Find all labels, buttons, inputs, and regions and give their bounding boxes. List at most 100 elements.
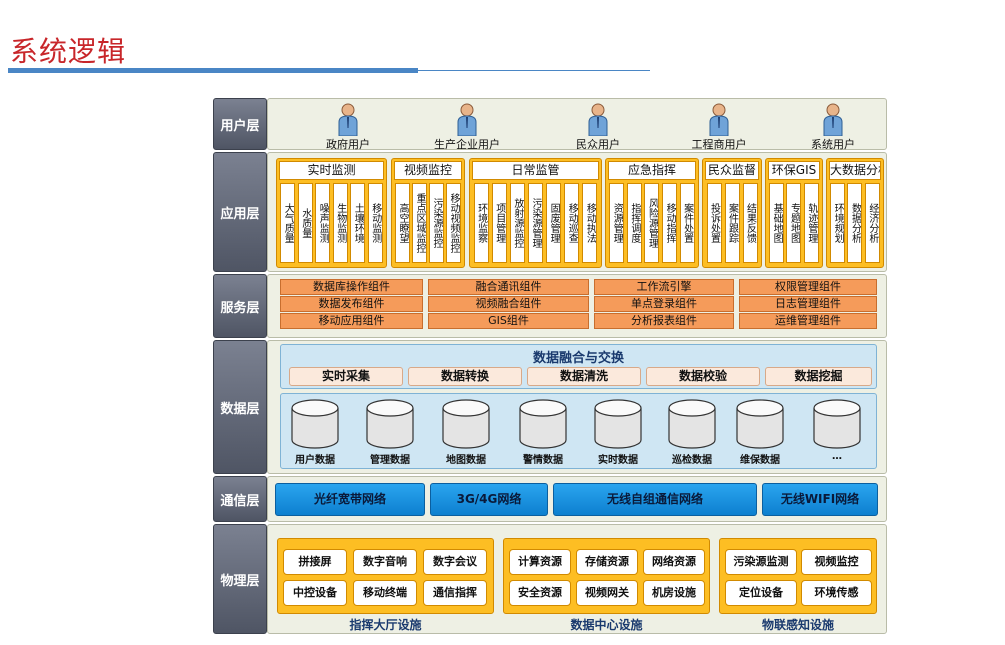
database-icon [813,399,861,449]
user-icon [588,103,608,136]
app-group-supervision: 民众监督 投诉处置 案件跟踪 结果反馈 [702,158,762,268]
database-realtime: 实时数据 [588,399,648,466]
app-item: 噪声监测 [315,183,331,263]
user-enterprise: 生产企业用户 [422,102,512,152]
database-icon [668,399,716,449]
database-icon [736,399,784,449]
database-icon [594,399,642,449]
physical-item: 存储资源 [576,549,638,575]
app-item: 水质量 [297,183,313,263]
user-label: 生产企业用户 [434,138,500,151]
physical-caption: 物联感知设施 [761,618,834,632]
app-item: 移动巡查 [564,183,580,263]
physical-item: 数字音响 [353,549,417,575]
app-item: 环境规划 [830,183,846,263]
physical-group-iot: 污染源监测 视频监控 定位设备 环境传感 [719,538,877,614]
physical-item: 定位设备 [725,580,797,606]
physical-item: 机房设施 [643,580,705,606]
app-item: 指挥调度 [626,183,642,263]
service-component: 数据发布组件 [280,296,423,312]
app-item: 土壤环境 [350,183,366,263]
fusion-item: 实时采集 [289,367,403,386]
app-group-title: 实时监测 [279,161,384,180]
user-system: 系统用户 [788,102,878,152]
physical-item: 通信指挥 [423,580,487,606]
physical-item: 移动终端 [353,580,417,606]
service-component: 视频融合组件 [428,296,589,312]
user-label: 政府用户 [326,138,370,151]
app-group-title: 大数据分析 [829,161,881,180]
physical-item: 中控设备 [283,580,347,606]
service-component: 日志管理组件 [739,296,877,312]
data-fusion-title: 数据融合与交换 [532,351,624,366]
app-item: 生物监测 [332,183,348,263]
database-more: … [807,399,867,462]
comm-network: 无线自组通信网络 [553,483,757,516]
app-item: 轨迹管理 [803,183,819,263]
user-layer-band: 政府用户 生产企业用户 民众用户 工程商用户 系统用户 [267,98,887,152]
app-item: 数据分析 [847,183,863,263]
app-item: 基础地图 [769,183,785,263]
app-item: 案件处置 [679,183,695,263]
service-component: 融合通讯组件 [428,279,589,295]
page-title: 系统逻辑 [10,35,127,68]
app-item: 放射源监控 [509,183,525,263]
service-component: 权限管理组件 [739,279,877,295]
app-group-title: 视频监控 [394,161,462,180]
database-icon [366,399,414,449]
fusion-item: 数据清洗 [527,367,641,386]
app-item: 专题地图 [786,183,802,263]
physical-caption: 指挥大厅设施 [349,618,422,632]
user-contractor: 工程商用户 [674,102,764,152]
app-item: 污染源监控 [429,183,444,263]
title-underline-thin [418,70,650,71]
app-item: 经济分析 [864,183,880,263]
comm-network: 无线WIFI网络 [762,483,878,516]
comm-network: 3G/4G网络 [430,483,548,516]
user-public: 民众用户 [553,102,643,152]
physical-item: 拼接屏 [283,549,347,575]
physical-item: 环境传感 [801,580,872,606]
database-panel: 用户数据 管理数据 地图数据 警情数据 实时数据 巡检数据 维保数据 … [280,393,877,469]
service-component: 移动应用组件 [280,313,423,329]
app-item: 高空瞭望 [395,183,410,263]
app-item: 移动执法 [582,183,598,263]
user-label: 工程商用户 [691,138,747,151]
database-map: 地图数据 [436,399,496,466]
user-icon [457,103,477,136]
app-item: 污染源管理 [527,183,543,263]
service-component: 分析报表组件 [594,313,734,329]
app-item: 投诉处置 [706,183,722,263]
service-component: 工作流引擎 [594,279,734,295]
app-item: 移动指挥 [662,183,678,263]
app-group-bigdata: 大数据分析 环境规划 数据分析 经济分析 [826,158,884,268]
app-group-title: 环保GIS [768,161,820,180]
database-label: 管理数据 [370,455,410,466]
database-alarm: 警情数据 [513,399,573,466]
layer-label-app: 应用层 [213,152,267,272]
database-inspection: 巡检数据 [662,399,722,466]
app-item: 环境监察 [473,183,489,263]
database-label: … [832,451,842,462]
app-group-realtime: 实时监测 大气质量 水质量 噪声监测 生物监测 土壤环境 移动监测 [276,158,387,268]
app-item: 风险源管理 [644,183,660,263]
user-icon [338,103,358,136]
app-item: 移动监测 [367,183,383,263]
app-item: 移动视频监控 [446,183,461,263]
app-group-daily: 日常监管 环境监察 项目管理 放射源监控 污染源管理 固废管理 移动巡查 移动执… [469,158,602,268]
service-component: 单点登录组件 [594,296,734,312]
database-icon [291,399,339,449]
app-item: 项目管理 [491,183,507,263]
database-icon [519,399,567,449]
app-group-title: 民众监督 [705,161,759,180]
layer-label-comm: 通信层 [213,476,267,522]
layer-label-physical: 物理层 [213,524,267,634]
app-item: 案件跟踪 [724,183,740,263]
app-item: 大气质量 [280,183,296,263]
database-user: 用户数据 [285,399,345,466]
service-component: GIS组件 [428,313,589,329]
fusion-item: 数据转换 [408,367,522,386]
title-underline [8,68,418,73]
app-item: 固废管理 [546,183,562,263]
user-icon [709,103,729,136]
